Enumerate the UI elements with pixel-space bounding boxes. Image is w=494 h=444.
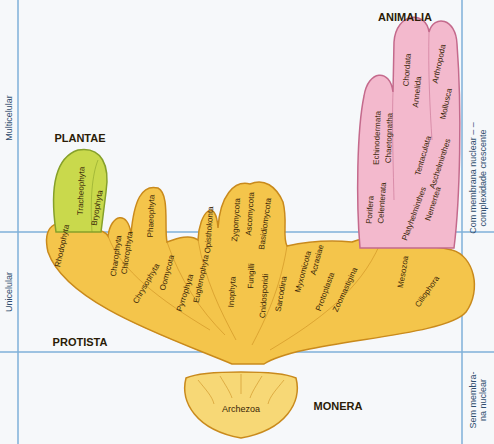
kingdom-body — [185, 372, 297, 438]
branch-line — [429, 32, 432, 140]
phylum-name: Chordata — [402, 53, 413, 86]
phylum-name: Bryophyta — [91, 189, 106, 226]
phylum-name: Opisthokonta — [204, 206, 216, 254]
kingdom-shape: ANIMALIA PoriferaCelenterata Echinodermata… — [352, 4, 464, 254]
phylum-name: Pyrrophyta — [176, 273, 196, 313]
phylum-name: Aschelminthes — [429, 138, 453, 190]
phylum-name: Porifera — [366, 196, 377, 225]
phylum-name: Acrasiae — [310, 244, 327, 276]
phylum-name: Ascomycota — [245, 192, 257, 236]
phylum-name: Sarcodina — [275, 275, 290, 312]
kingdom-heading: ANIMALIA — [378, 11, 432, 23]
phylum-name: Echinodermata — [373, 111, 384, 165]
phylum-name: Phaeophyta — [147, 195, 157, 238]
phylum-name: Inophyta — [228, 276, 239, 307]
phylum-name: Chaetognatha — [385, 113, 396, 164]
phylum-name: Platyhelminthes — [401, 186, 429, 242]
branch-line — [220, 376, 232, 398]
phylum-name: Mesozoa — [397, 255, 411, 289]
phylum-name: Rhodophyta — [54, 224, 72, 268]
phylum-name: Fungilli — [247, 263, 257, 289]
phylum-name: Euglenophyta — [193, 254, 212, 304]
branch-line — [241, 374, 242, 394]
phylum-name: Ciliophora — [414, 275, 442, 310]
kingdom-heading: PLANTAE — [54, 132, 105, 144]
phylum-name: Basidiomycota — [258, 198, 274, 251]
axis-label: Unicelular — [4, 232, 14, 352]
axis-label: Com membrana nuclear – – complexidade cr… — [468, 117, 489, 239]
kingdom-heading: MONERA — [314, 400, 363, 412]
kingdom-body — [358, 17, 460, 248]
branch-line — [270, 244, 380, 350]
phylum-name: Oomycota — [159, 254, 177, 292]
phylum-name: Zygomycota — [231, 198, 243, 242]
branch-line — [268, 380, 284, 404]
phylum-name: Mollusca — [439, 88, 454, 121]
phylum-name: Annelida — [412, 76, 424, 108]
phylum-name: Tracheophyta — [77, 167, 87, 216]
phylum-name: Celenterata — [377, 182, 389, 224]
phylum-name: Chrysophyta — [132, 262, 162, 305]
kingdom-shape: MONERA Archezoa — [176, 362, 376, 442]
phylum-name: Arthropoda — [432, 44, 449, 85]
kingdom-heading: PROTISTA — [53, 336, 108, 348]
kingdom-body — [54, 149, 107, 232]
branch-line — [250, 376, 262, 398]
phylum-name: Archezoa — [222, 405, 260, 415]
kingdom-body — [47, 182, 475, 364]
axis-label: Sem membra- na nuclear — [468, 367, 489, 433]
kingdom-shape: PLANTAE Tracheophyta Bryophyta — [44, 124, 116, 234]
branch-line — [198, 380, 214, 404]
phylum-name: Cnidosporidi — [259, 274, 271, 319]
phylum-name: Tentaculata — [414, 135, 434, 177]
axis-label: Multicelular — [4, 58, 14, 178]
